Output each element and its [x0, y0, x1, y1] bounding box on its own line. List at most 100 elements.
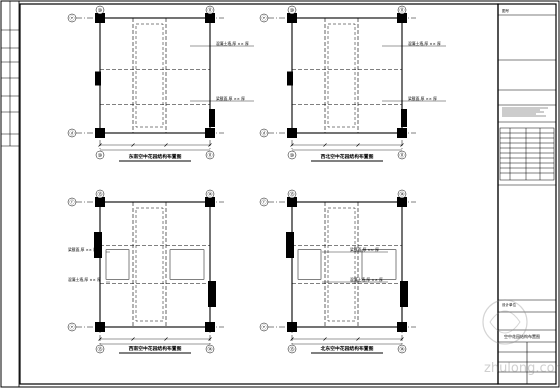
wall-outline [291, 201, 403, 328]
structural-note: 混凝土墙,厚 ×× 厚 [350, 277, 383, 282]
dimension-tick [290, 143, 294, 147]
axis-label-top: ⑩ [290, 8, 295, 14]
axis-bubble [95, 150, 105, 160]
column [401, 109, 407, 127]
column [95, 322, 105, 332]
watermark: zhulong.com [482, 299, 560, 376]
axis-bubble [259, 13, 269, 23]
wall-outline [99, 201, 211, 328]
plan-title: 西南空中花园结构布置图 [129, 345, 182, 352]
axis-bubble [397, 5, 407, 15]
dimension-tick [164, 337, 168, 341]
revision-table [499, 127, 555, 181]
axis-bubble [67, 197, 77, 207]
axis-label-bottom: ⑪ [207, 152, 212, 159]
axis-label-bottom: ⑭ [399, 346, 404, 353]
plan-title: 东南空中花园结构布置图 [129, 153, 182, 160]
axis-bubble [259, 197, 269, 207]
column [95, 197, 105, 207]
axis-bubble [287, 189, 297, 199]
axis-label-top: ⑭ [399, 191, 404, 198]
slab-outline [105, 249, 130, 280]
dimension-tick [400, 337, 404, 341]
column [205, 13, 215, 23]
column [287, 13, 297, 23]
column [209, 109, 215, 127]
column [205, 322, 215, 332]
slab-outline [135, 23, 164, 128]
drawing-title: 空中花园结构布置图 [504, 333, 540, 339]
column [95, 128, 105, 138]
watermark-logo-icon [482, 299, 528, 345]
dimension-tick [400, 143, 404, 147]
slab-outline [327, 23, 356, 128]
column [397, 13, 407, 23]
column [287, 322, 297, 332]
axis-label-side: ⓕ [69, 199, 74, 206]
axis-label-bottom: ⑪ [399, 152, 404, 159]
column [208, 281, 216, 307]
watermark-leaf-icon [489, 310, 521, 334]
axis-label-top: ⑪ [399, 7, 404, 14]
watermark-site-text: zhulong.com [484, 361, 560, 376]
title-block-company-label: 设计单位 [502, 302, 516, 307]
axis-label-top: ⑭ [207, 191, 212, 198]
plan-title: 北东空中花园结构布置图 [321, 345, 374, 352]
column [286, 232, 294, 258]
slab-outline [135, 207, 164, 322]
column [397, 322, 407, 332]
column [400, 281, 408, 307]
axis-bubble [397, 150, 407, 160]
axis-bubble [67, 322, 77, 332]
axis-label-side: ⓓ [69, 130, 74, 137]
axis-label-top: ⑪ [207, 7, 212, 14]
axis-bubble [205, 5, 215, 15]
structural-note: 混凝土墙,厚 ×× 厚 [408, 41, 441, 46]
axis-label-bottom: ⑭ [207, 346, 212, 353]
axis-label-bottom: ⑬ [289, 346, 294, 353]
axis-bubble [287, 344, 297, 354]
axis-bubble [95, 5, 105, 15]
structural-note: 混凝土墙,厚 ×× 厚 [216, 41, 249, 46]
column [397, 128, 407, 138]
structural-note: 混凝土墙,厚 ×× 厚 [68, 277, 101, 282]
axis-bubble [259, 128, 269, 138]
structural-note: 梁截面,厚 ×× 厚 [350, 247, 379, 252]
dimension-tick [356, 337, 360, 341]
axis-label-top: ⑬ [97, 191, 102, 198]
axis-bubble [67, 128, 77, 138]
slab-outline [327, 207, 356, 322]
axis-bubble [397, 189, 407, 199]
wall-outline [99, 17, 211, 134]
axis-bubble [67, 13, 77, 23]
dimension-tick [290, 337, 294, 341]
column [287, 197, 297, 207]
axis-label-bottom: ⑬ [97, 346, 102, 353]
dimension-tick [323, 143, 327, 147]
column [95, 13, 105, 23]
title-block: 图号 设计单位 [497, 3, 557, 385]
column [397, 197, 407, 207]
dimension-tick [323, 337, 327, 341]
slab-outline [297, 249, 322, 280]
axis-label-side: ⓕ [261, 199, 266, 206]
dimension-tick [208, 337, 212, 341]
axis-label-side: ⓓ [261, 130, 266, 137]
axis-label-top: ⑬ [289, 191, 294, 198]
axis-bubble [205, 150, 215, 160]
axis-bubble [259, 322, 269, 332]
slab-outline [169, 249, 205, 280]
column [94, 232, 102, 258]
axis-label-top: ⑩ [98, 8, 103, 14]
axis-bubble [287, 150, 297, 160]
axis-bubble [397, 344, 407, 354]
dimension-tick [131, 143, 135, 147]
dimension-tick [98, 143, 102, 147]
